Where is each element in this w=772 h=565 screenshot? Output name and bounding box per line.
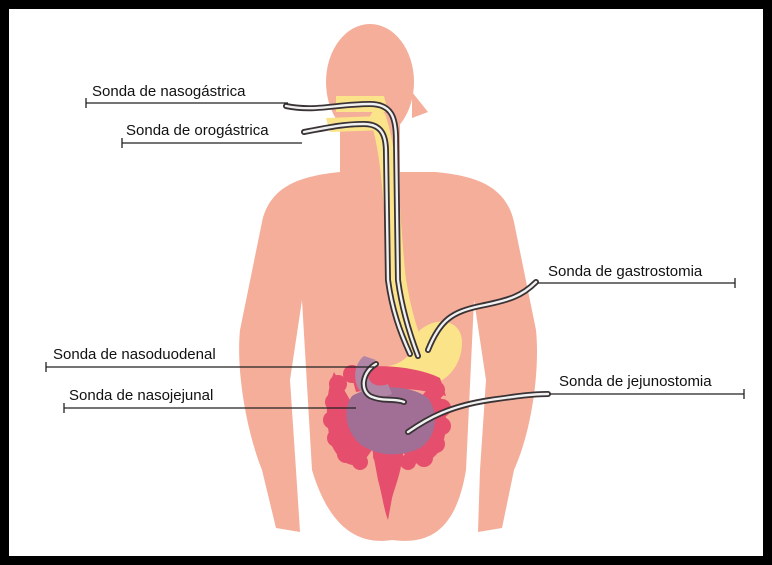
- label-jejunostomy-tube: Sonda de jejunostomia: [559, 373, 712, 391]
- label-orogastric-tube: Sonda de orogástrica: [126, 122, 269, 140]
- label-nasojejunal-tube: Sonda de nasojejunal: [69, 387, 213, 405]
- label-nasogastric-tube: Sonda de nasogástrica: [92, 83, 245, 101]
- nose: [412, 92, 428, 118]
- label-gastrostomy-tube: Sonda de gastrostomia: [548, 263, 702, 281]
- label-nasoduodenal-tube: Sonda de nasoduodenal: [53, 346, 216, 364]
